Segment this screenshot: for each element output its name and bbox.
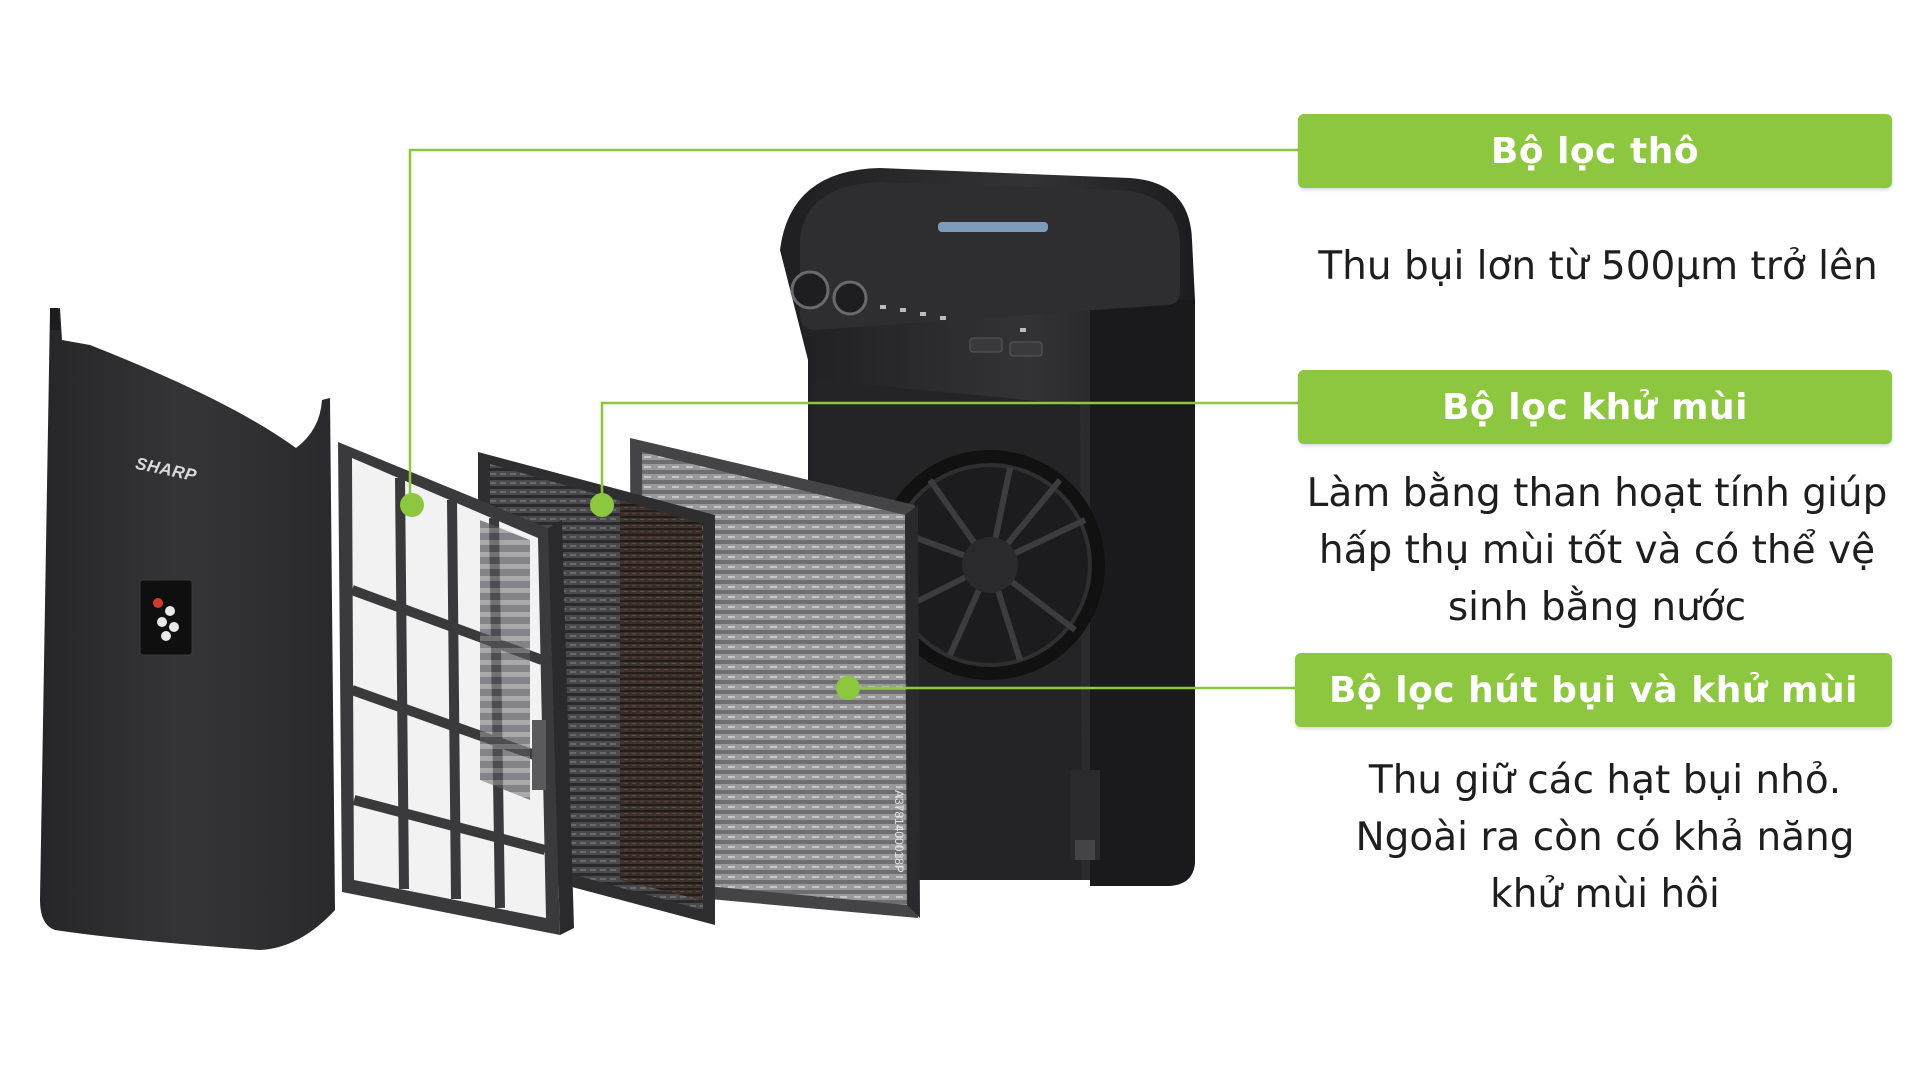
callout-dot-coarse-filter — [400, 493, 424, 517]
label-dust-deodorizing-filter-title: Bộ lọc hút bụi và khử mùi — [1329, 669, 1858, 711]
power-button-icon — [790, 270, 830, 310]
desc-deodorizing-filter-line: hấp thụ mùi tốt và có thể vệ — [1318, 528, 1876, 573]
pre-filter-illustration — [338, 442, 574, 935]
desc-dust-deodorizing-filter-line: Ngoài ra còn có khả năng — [1355, 815, 1855, 860]
indicator-lights — [880, 305, 1026, 332]
desc-deodorizing-filter-line: sinh bằng nước — [1447, 585, 1747, 630]
label-deodorizing-filter: Bộ lọc khử mùi — [1298, 370, 1892, 444]
callout-lines — [408, 148, 1300, 690]
label-coarse-filter-title: Bộ lọc thô — [1490, 130, 1700, 172]
label-coarse-filter: Bộ lọc thô — [1298, 114, 1892, 188]
desc-deodorizing-filter-line: Làm bằng than hoạt tính giúp — [1306, 471, 1888, 516]
handle-slot — [938, 222, 1048, 232]
desc-dust-deodorizing-filter: Thu giữ các hạt bụi nhỏ. Ngoài ra còn có… — [1310, 752, 1900, 923]
filter-code-text: A3781400018P — [892, 790, 906, 873]
desc-coarse-filter-line: Thu bụi lơn từ 500μm trở lên — [1318, 244, 1878, 289]
desc-dust-deodorizing-filter-line: khử mùi hôi — [1490, 872, 1720, 917]
desc-dust-deodorizing-filter-line: Thu giữ các hạt bụi nhỏ. — [1368, 758, 1842, 803]
plasmacluster-badge — [139, 579, 193, 656]
fan-icon — [875, 450, 1105, 680]
callout-line-deodorizing-filter — [600, 401, 1300, 505]
desc-deodorizing-filter: Làm bằng than hoạt tính giúp hấp thụ mùi… — [1290, 465, 1904, 636]
mode-button-icon — [832, 280, 868, 316]
desc-coarse-filter: Thu bụi lơn từ 500μm trở lên — [1298, 238, 1898, 295]
callout-dot-deodorizing-filter — [590, 493, 614, 517]
label-dust-deodorizing-filter: Bộ lọc hút bụi và khử mùi — [1295, 653, 1892, 727]
callout-dot-dust-deodorizing-filter — [836, 676, 860, 700]
label-deodorizing-filter-title: Bộ lọc khử mùi — [1442, 386, 1748, 428]
front-cover-illustration — [40, 308, 335, 950]
callout-line-coarse-filter — [408, 148, 1300, 505]
